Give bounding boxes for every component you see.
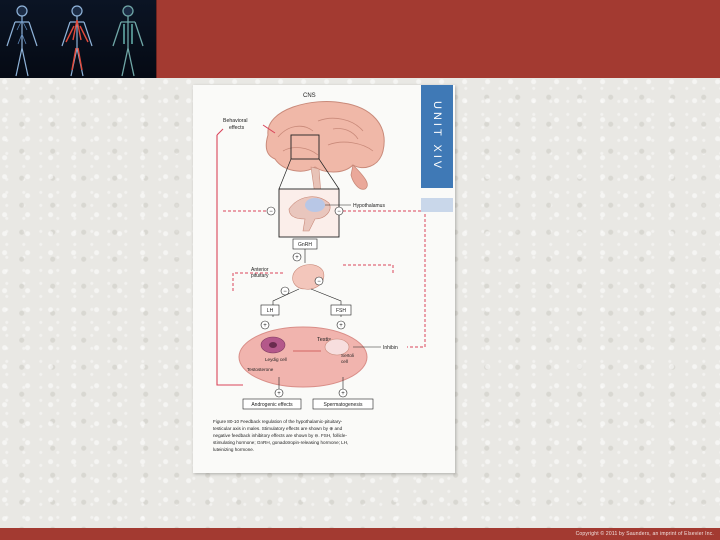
- figure-caption: Figure 80-10 Feedback regulation of the …: [213, 419, 348, 452]
- lh-box: [260, 304, 280, 316]
- minus-sign-pituitary-right: −: [314, 276, 324, 286]
- androgenic-label: Androgenic effects: [251, 402, 293, 408]
- unit-tab: UNIT XIV: [421, 85, 453, 188]
- inhibin-feedback-line: [223, 210, 426, 348]
- plus-sign-spermatogenesis: +: [338, 388, 348, 398]
- minus-sign-hypothalamus-left: −: [266, 206, 276, 216]
- caption-line-2: testicular axis in males. Stimulatory ef…: [213, 426, 343, 431]
- minus-sign-hypothalamus-right: −: [334, 206, 344, 216]
- footer-bar: Copyright © 2011 by Saunders, an imprint…: [0, 528, 720, 540]
- caption-line-4: stimulating hormone; GnRH, gonadotropin-…: [213, 440, 348, 445]
- plus-sign-androgenic: +: [274, 388, 284, 398]
- caption-line-5: luteinizing hormone.: [213, 447, 254, 452]
- testis-label: Testis: [317, 337, 331, 343]
- anterior-label-line1: Anterior: [251, 267, 269, 273]
- figure-nervous-system: [6, 5, 38, 77]
- svg-text:−: −: [283, 289, 287, 295]
- hypothalamus-highlight: [305, 198, 325, 212]
- textbook-page: CNS Hypothalamus Behavioral effects: [193, 85, 455, 473]
- figure-muscular-system: [112, 5, 144, 77]
- svg-text:+: +: [341, 391, 345, 397]
- hypothalamus-label: Hypothalamus: [353, 203, 385, 209]
- zoom-box-small: [290, 134, 320, 160]
- spermatogenesis-box: [312, 398, 374, 410]
- brain-illustration: [265, 100, 385, 196]
- svg-text:−: −: [337, 209, 341, 215]
- lh-label: LH: [267, 308, 274, 314]
- pituitary-feedback-line: [232, 264, 394, 291]
- svg-text:+: +: [339, 323, 343, 329]
- figure-circulatory-system: [61, 5, 93, 77]
- svg-text:+: +: [263, 323, 267, 329]
- androgenic-box: [242, 398, 302, 410]
- sertoli-label-line1: Sertoli: [341, 353, 354, 358]
- svg-text:+: +: [277, 391, 281, 397]
- behavioral-label-line1: Behavioral: [223, 118, 248, 124]
- minus-sign-pituitary-left: −: [280, 286, 290, 296]
- testosterone-label: Testosterone: [247, 367, 274, 372]
- svg-text:−: −: [269, 209, 273, 215]
- behavioral-arrow: [262, 124, 276, 134]
- spermatogenesis-label: Spermatogenesis: [324, 402, 363, 408]
- anatomy-figures-image: [0, 0, 157, 78]
- hpt-axis-diagram: CNS Hypothalamus Behavioral effects: [213, 93, 426, 452]
- sertoli-cell-graphic: [324, 338, 350, 356]
- anterior-label-line2: pituitary: [251, 273, 269, 279]
- inhibin-label: Inhibin: [383, 345, 398, 351]
- sertoli-label-line2: cell: [341, 359, 348, 364]
- human-figures-graphic: [6, 5, 144, 77]
- leydig-label: Leydig cell: [265, 357, 287, 362]
- plus-sign-lh: +: [260, 320, 270, 330]
- fsh-box: [330, 304, 352, 316]
- zoom-connector-lines: [278, 158, 340, 190]
- svg-text:−: −: [317, 279, 321, 285]
- cns-label: CNS: [303, 93, 316, 99]
- testosterone-feedback-line: [216, 135, 243, 386]
- plus-sign-gnrh: +: [292, 252, 302, 262]
- unit-tab-label: UNIT XIV: [431, 101, 443, 172]
- copyright-text: Copyright © 2011 by Saunders, an imprint…: [575, 531, 714, 537]
- caption-line-1: Figure 80-10 Feedback regulation of the …: [213, 419, 343, 424]
- plus-sign-fsh: +: [336, 320, 346, 330]
- caption-line-3: negative feedback inhibitory effects are…: [213, 433, 347, 438]
- behavioral-label-line2: effects: [229, 125, 245, 131]
- svg-text:+: +: [295, 255, 299, 261]
- unit-tab-accent: [421, 198, 453, 212]
- fsh-label: FSH: [336, 308, 346, 314]
- gnrh-label: GnRH: [298, 242, 312, 248]
